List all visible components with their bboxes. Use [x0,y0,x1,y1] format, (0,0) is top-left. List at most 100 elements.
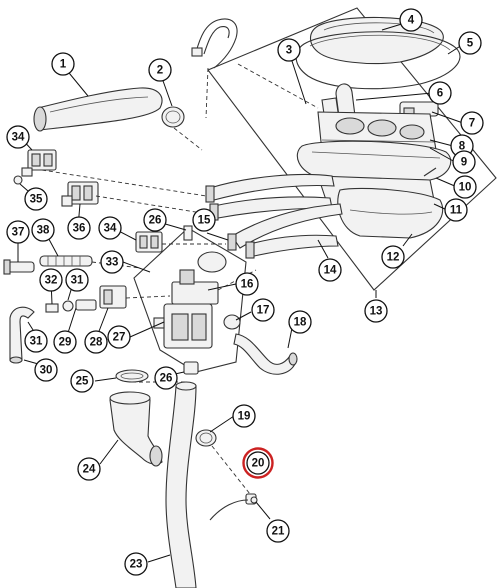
callout-number: 2 [157,65,163,77]
callout-circle [24,329,48,353]
callout-number: 31 [30,336,43,348]
callout-number: 10 [459,182,472,194]
callout-circle [100,250,124,274]
callout-circle [251,298,275,322]
callout-circle [124,552,148,576]
part-1-hose [33,87,163,132]
callout-circle [364,299,388,323]
callout-c20: 20 [246,451,270,475]
callout-c9: 9 [452,150,476,174]
callout-c29: 29 [53,330,77,354]
part-4-lid [309,16,444,65]
part-37-fitting [3,259,35,275]
highlight-ring [242,447,274,479]
callout-circle [6,220,30,244]
callout-number: 4 [408,15,415,27]
callout-c5: 5 [458,31,482,55]
callout-number: 1 [60,59,67,71]
callout-circle [34,358,58,382]
callout-circle [6,125,30,149]
callout-c10: 10 [453,175,477,199]
callout-c34b: 34 [98,216,122,240]
callout-circle [143,208,167,232]
part-28-valve [99,285,127,309]
callout-circle [31,218,55,242]
callout-circle [84,330,108,354]
callout-number: 19 [238,411,251,423]
part-17-clamp [223,314,241,330]
callout-circle [65,268,89,292]
callout-c15: 15 [192,208,216,232]
callout-number: 30 [40,365,53,377]
callout-c26a: 26 [143,208,167,232]
callout-number: 36 [73,223,86,235]
part-29-tube [75,299,97,311]
callout-c14: 14 [318,258,342,282]
callout-c35: 35 [24,187,48,211]
callout-c13: 13 [364,299,388,323]
part-34-valve-top [21,149,57,177]
callout-c26b: 26 [154,366,178,390]
callout-number: 29 [59,337,72,349]
callout-circle [53,330,77,354]
callout-c34a: 34 [6,125,30,149]
callout-number: 9 [461,157,467,169]
callout-c38: 38 [31,218,55,242]
callout-number: 35 [30,194,43,206]
part-23-drain-hose [165,381,197,588]
callout-circle [444,198,468,222]
part-16-bracket [171,251,227,305]
callout-number: 26 [149,215,162,227]
part-31-clip [62,300,74,312]
callout-circle [318,258,342,282]
callout-c19: 19 [232,404,256,428]
callout-circle [107,325,131,349]
callout-number: 28 [90,337,103,349]
callout-circle [148,58,172,82]
callout-number: 15 [198,215,211,227]
callout-number: 37 [12,227,25,239]
callout-c12: 12 [381,245,405,269]
callout-number: 8 [459,141,466,153]
part-14-manifold [205,173,343,259]
part-2-clamp [161,106,185,128]
callout-c33: 33 [100,250,124,274]
callout-c11: 11 [444,198,468,222]
callout-number: 32 [45,275,58,287]
callout-number: 26 [160,373,173,385]
callout-circle [77,457,101,481]
part-38-hose [39,255,93,267]
callout-c25: 25 [70,369,94,393]
callout-c6: 6 [428,81,452,105]
part-21-wire [209,496,258,521]
callout-number: 38 [37,225,50,237]
callout-circle [288,310,312,334]
callout-circle [399,8,423,32]
vent-tube [191,18,238,69]
callout-c2: 2 [148,58,172,82]
callout-number: 21 [272,526,285,538]
callout-c24: 24 [77,457,101,481]
callout-c7: 7 [460,111,484,135]
callout-c23: 23 [124,552,148,576]
callout-circle [70,369,94,393]
callout-number: 33 [106,257,119,269]
callout-number: 20 [252,458,265,470]
part-26-tube [183,225,199,375]
callout-c3: 3 [277,38,301,62]
callout-c27: 27 [107,325,131,349]
callout-number: 11 [450,205,463,217]
callout-circle [39,268,63,292]
callout-number: 18 [294,317,307,329]
callout-circle [452,150,476,174]
part-25-clamp [115,369,149,383]
callout-number: 5 [467,38,474,50]
callout-circle [51,52,75,76]
callout-number: 6 [437,88,443,100]
callout-circle [235,272,259,296]
callout-circle [192,208,216,232]
part-32-fitting [45,303,59,313]
callout-circle [453,175,477,199]
